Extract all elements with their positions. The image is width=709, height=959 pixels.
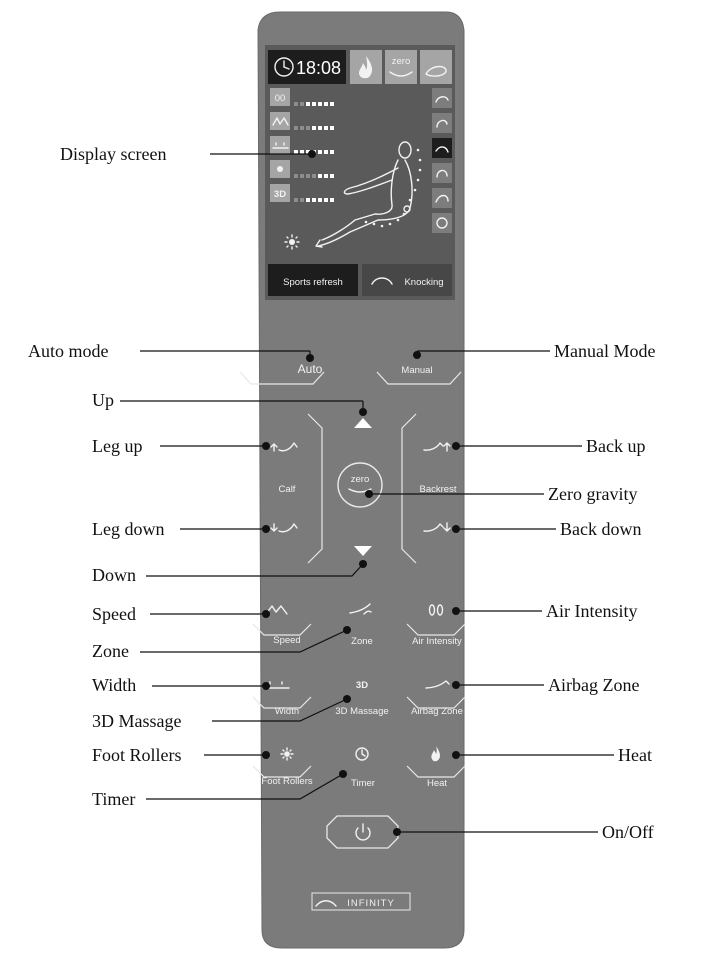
knocking-text: Knocking	[404, 277, 443, 288]
callout-airbag-zone: Airbag Zone	[548, 675, 639, 695]
air-intensity-label: Air Intensity	[412, 636, 462, 647]
leg-up-button[interactable]	[270, 442, 298, 452]
zone-button[interactable]	[349, 603, 372, 615]
person-in-chair-illustration	[315, 141, 413, 248]
heat-button[interactable]	[406, 746, 466, 778]
zero-chair-icon	[389, 71, 413, 77]
callout-leg-up: Leg up	[92, 436, 142, 456]
back-down-button[interactable]	[423, 522, 451, 532]
timer-button[interactable]	[355, 747, 369, 761]
3d-button[interactable]: 3D	[356, 680, 368, 691]
time-display	[268, 50, 346, 84]
leg-down-button[interactable]	[270, 523, 298, 533]
zero-gravity-button[interactable]: zero	[337, 462, 383, 508]
callout-heat: Heat	[618, 745, 652, 765]
air-level-icon: 00	[275, 93, 286, 104]
callout-air-intensity: Air Intensity	[546, 601, 638, 621]
left-pad-bracket	[307, 413, 323, 564]
massage-technique-icons	[432, 88, 452, 233]
clock-icon	[274, 57, 294, 77]
brand-logo: INFINITY	[311, 892, 411, 911]
auto-bevel	[239, 371, 325, 385]
heat-label: Heat	[427, 778, 447, 789]
knocking-icon	[371, 277, 393, 285]
sun-level-icon	[277, 166, 283, 172]
foot-massage-icon	[425, 65, 447, 77]
sports-refresh-text: Sports refresh	[283, 277, 343, 288]
callout-foot-rollers: Foot Rollers	[92, 745, 182, 765]
back-up-button[interactable]	[423, 442, 451, 452]
down-button[interactable]	[354, 546, 372, 556]
callout-auto-mode: Auto mode	[28, 341, 109, 361]
callout-zero-gravity: Zero gravity	[548, 484, 637, 504]
manual-button[interactable]: Manual	[401, 365, 432, 376]
callout-zone: Zone	[92, 641, 129, 661]
callout-3d-massage: 3D Massage	[92, 711, 181, 731]
timer-label: Timer	[351, 778, 375, 789]
callout-manual-mode: Manual Mode	[554, 341, 655, 361]
callout-timer: Timer	[92, 789, 135, 809]
foot-roller-sun-icon	[284, 234, 300, 250]
flame-icon	[359, 56, 373, 79]
brand-text: INFINITY	[347, 898, 395, 909]
up-button[interactable]	[354, 418, 372, 428]
airbag-zone-label: Airbag Zone	[411, 706, 463, 717]
position-marker	[403, 205, 411, 213]
power-icon	[355, 827, 371, 841]
zero-gravity-label: zero	[351, 474, 369, 485]
3d-level-icon: 3D	[274, 189, 286, 200]
manual-bevel	[376, 371, 462, 385]
right-pad-bracket	[401, 413, 417, 564]
callout-up: Up	[92, 390, 114, 410]
callout-on-off: On/Off	[602, 822, 654, 842]
time-text: 18:08	[296, 58, 341, 78]
foot-rollers-button[interactable]	[252, 747, 312, 778]
sports-refresh-bar	[268, 264, 358, 296]
zone-label: Zone	[351, 636, 373, 647]
auto-button[interactable]: Auto	[298, 362, 323, 376]
airbag-zone-button[interactable]	[406, 680, 466, 709]
speed-label: Speed	[273, 635, 300, 646]
display-screen: 18:08 zero 00 3D	[265, 45, 455, 300]
callout-back-up: Back up	[586, 436, 645, 456]
foot-rollers-label: Foot Rollers	[261, 776, 312, 787]
speed-button[interactable]	[252, 605, 312, 636]
backrest-label: Backrest	[420, 484, 457, 495]
callout-width: Width	[92, 675, 136, 695]
knocking-bar	[362, 264, 452, 296]
level-indicators: 00 3D	[270, 88, 334, 202]
callout-display-screen: Display screen	[60, 144, 166, 164]
width-label: Width	[275, 706, 299, 717]
speed-level-icon	[272, 117, 289, 126]
3d-massage-label: 3D Massage	[335, 706, 388, 717]
callout-back-down: Back down	[560, 519, 641, 539]
zero-icon-label: zero	[392, 56, 410, 67]
callout-down: Down	[92, 565, 136, 585]
power-button[interactable]	[326, 815, 399, 849]
air-intensity-button[interactable]	[406, 604, 466, 636]
width-level-icon	[272, 142, 289, 149]
callout-leg-down: Leg down	[92, 519, 164, 539]
massage-track-dots	[364, 148, 422, 228]
calf-label: Calf	[279, 484, 296, 495]
callout-speed: Speed	[92, 604, 136, 624]
